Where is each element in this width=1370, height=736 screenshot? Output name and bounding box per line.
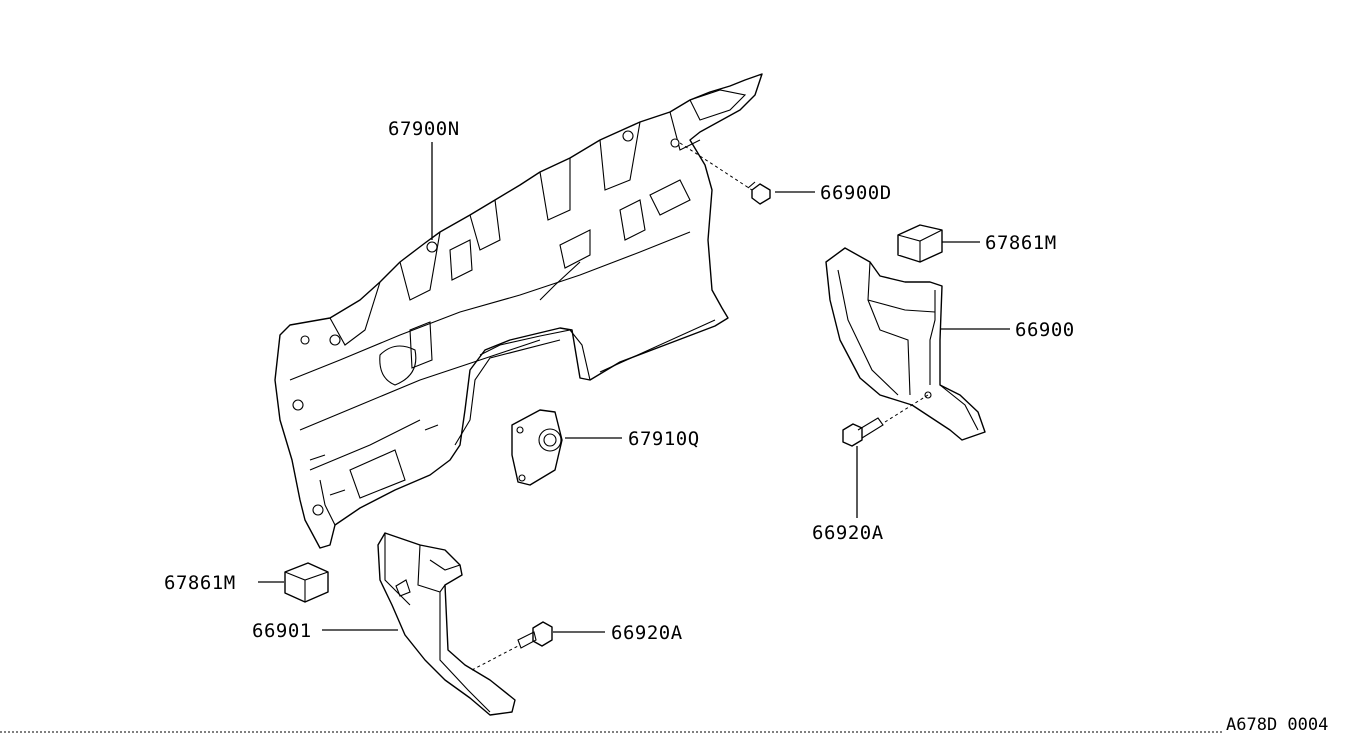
cover-left bbox=[377, 532, 516, 716]
cover-right bbox=[825, 247, 986, 441]
callout-bolt-right: 66920A bbox=[812, 522, 884, 544]
callout-cover-left: 66901 bbox=[252, 620, 312, 642]
callout-clip: 66900D bbox=[820, 182, 892, 204]
dash-panel bbox=[274, 73, 763, 549]
callout-grommet: 67910Q bbox=[628, 428, 700, 450]
callout-cover-right: 66900 bbox=[1015, 319, 1075, 341]
leader-lines bbox=[258, 142, 1010, 671]
insulator-pad-left bbox=[284, 562, 329, 603]
clip bbox=[747, 181, 771, 205]
callout-bolt-left: 66920A bbox=[611, 622, 683, 644]
bolt-left bbox=[517, 621, 553, 649]
bolt-right bbox=[842, 417, 884, 447]
grommet bbox=[511, 409, 563, 486]
callout-insulator-right: 67861M bbox=[985, 232, 1057, 254]
callout-dash-panel: 67900N bbox=[388, 118, 460, 140]
callout-insulator-left: 67861M bbox=[164, 572, 236, 594]
drawing-code: A678D 0004 bbox=[1226, 715, 1328, 735]
code-backdrop bbox=[1222, 714, 1370, 736]
insulator-pad-right bbox=[897, 224, 943, 263]
